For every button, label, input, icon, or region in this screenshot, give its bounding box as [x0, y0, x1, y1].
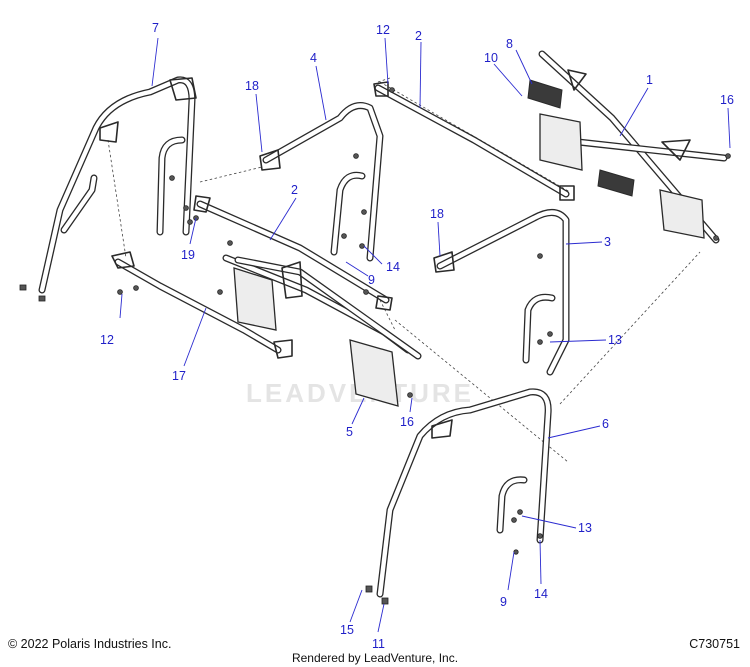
callout-14-upper: 14 — [386, 260, 400, 274]
copyright-notice: © 2022 Polaris Industries Inc. — [8, 637, 172, 651]
callout-10: 10 — [484, 51, 498, 65]
part-1-upper-brace-assembly — [527, 50, 731, 244]
callout-labels: 7 12 2 8 10 1 16 18 4 12 19 2 14 9 18 3 … — [100, 21, 734, 651]
callout-19: 19 — [181, 248, 195, 262]
callout-16-lower: 16 — [400, 415, 414, 429]
callout-8: 8 — [506, 37, 513, 51]
callout-9-upper: 9 — [368, 273, 375, 287]
part-7-front-roll-bar — [19, 76, 197, 302]
callout-2-lower: 2 — [291, 183, 298, 197]
callout-4: 4 — [310, 51, 317, 65]
callout-9-lower: 9 — [500, 595, 507, 609]
callout-16-right: 16 — [720, 93, 734, 107]
callout-13-lower: 13 — [578, 521, 592, 535]
callout-18-lower: 18 — [430, 207, 444, 221]
rendered-by-credit: Rendered by LeadVenture, Inc. — [291, 651, 459, 665]
callout-12-left: 12 — [100, 333, 114, 347]
callout-11: 11 — [372, 637, 385, 651]
callout-18-upper: 18 — [245, 79, 259, 93]
part-3-rear-roll-bar — [433, 209, 570, 376]
callout-13-upper: 13 — [608, 333, 622, 347]
callout-12-upper: 12 — [376, 23, 390, 37]
part-4-mid-roll-bar — [259, 102, 384, 262]
callout-15: 15 — [340, 623, 354, 637]
callout-1: 1 — [646, 73, 653, 87]
callout-5: 5 — [346, 425, 353, 439]
callout-6: 6 — [602, 417, 609, 431]
part-2-cross-bar-lower — [193, 195, 393, 311]
callout-7: 7 — [152, 21, 159, 35]
part-2-cross-bar-upper — [373, 81, 575, 201]
part-17-lower-side-bar — [111, 251, 293, 359]
figure-id: C730751 — [689, 637, 740, 651]
callout-14-lower: 14 — [534, 587, 548, 601]
part-5-side-net-panel — [217, 240, 422, 407]
leader-lines — [119, 37, 731, 633]
callout-3: 3 — [604, 235, 611, 249]
part-6-rear-lower-roll-bar — [365, 388, 552, 605]
callout-2-upper: 2 — [415, 29, 422, 43]
callout-17: 17 — [172, 369, 186, 383]
